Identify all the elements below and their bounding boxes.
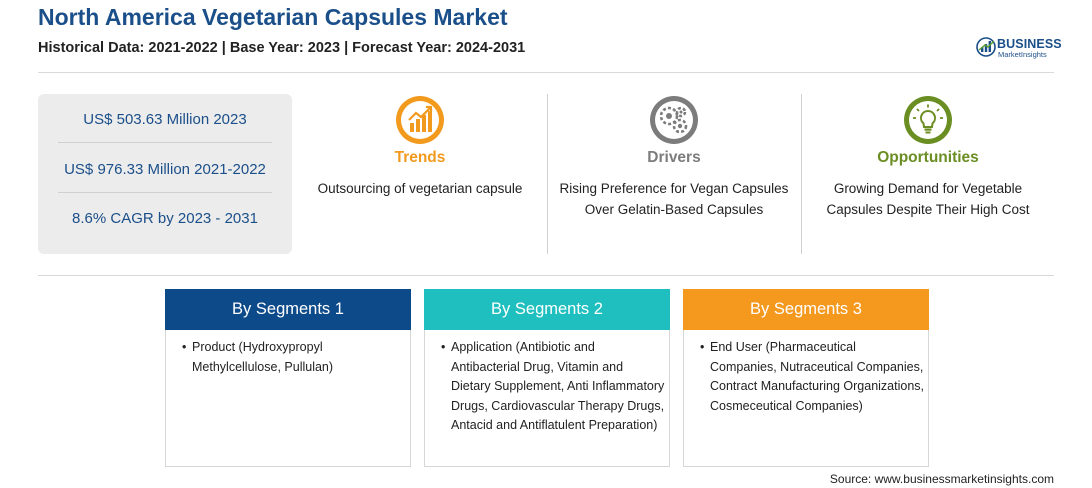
segment-1-header: By Segments 1: [165, 289, 411, 330]
drivers-text: Rising Preference for Vegan Capsules Ove…: [559, 181, 789, 217]
segment-2-header: By Segments 2: [424, 289, 670, 330]
source-credit: Source: www.businessmarketinsights.com: [829, 472, 1054, 486]
top-divider: [38, 72, 1054, 73]
drivers-title: Drivers: [647, 149, 701, 166]
stat-cagr: 8.6% CAGR by 2023 - 2031: [72, 210, 258, 227]
segment-card-1: By Segments 1 • Product (Hydroxypropyl M…: [165, 289, 411, 467]
segment-3-list-item: • End User (Pharmaceutical Companies, Nu…: [700, 338, 924, 416]
stat-market-value-historical: US$ 976.33 Million 2021-2022: [64, 161, 266, 178]
opportunities-title: Opportunities: [877, 149, 979, 166]
page-subtitle: Historical Data: 2021-2022 | Base Year: …: [38, 40, 526, 56]
segment-2-text: Application (Antibiotic and Antibacteria…: [451, 340, 665, 432]
stat-divider: [58, 142, 272, 143]
opportunities-text: Growing Demand for Vegetable Capsules De…: [826, 181, 1030, 217]
segment-card-3: By Segments 3 • End User (Pharmaceutical…: [683, 289, 929, 467]
gears-icon: [650, 96, 698, 144]
trends-text: Outsourcing of vegetarian capsule: [317, 181, 523, 196]
chart-growth-icon: [396, 96, 444, 144]
column-divider: [547, 94, 548, 254]
lightbulb-icon: [904, 96, 952, 144]
segment-3-header: By Segments 3: [683, 289, 929, 330]
segment-1-text: Product (Hydroxypropyl Methylcellulose, …: [192, 340, 334, 374]
market-stats-panel: US$ 503.63 Million 2023 US$ 976.33 Milli…: [38, 94, 292, 254]
logo-word: BUSINESS: [997, 37, 1062, 51]
segment-1-list-item: • Product (Hydroxypropyl Methylcellulose…: [182, 338, 406, 377]
segment-2-list-item: • Application (Antibiotic and Antibacter…: [441, 338, 665, 436]
business-market-insights-logo: BUSINESS MarketInsights: [975, 36, 1062, 60]
trends-title: Trends: [394, 149, 446, 166]
bullet-icon: •: [182, 340, 187, 354]
column-divider: [801, 94, 802, 254]
logo-subword: MarketInsights: [998, 50, 1047, 59]
bullet-icon: •: [700, 340, 705, 354]
stat-market-value-2023: US$ 503.63 Million 2023: [83, 111, 247, 128]
middle-divider: [38, 275, 1054, 276]
page-title: North America Vegetarian Capsules Market: [38, 4, 508, 30]
bullet-icon: •: [441, 340, 446, 354]
logo-icon: [976, 37, 996, 57]
stat-divider: [58, 192, 272, 193]
segment-3-text: End User (Pharmaceutical Companies, Nutr…: [710, 340, 924, 413]
segment-card-2: By Segments 2 • Application (Antibiotic …: [424, 289, 670, 467]
